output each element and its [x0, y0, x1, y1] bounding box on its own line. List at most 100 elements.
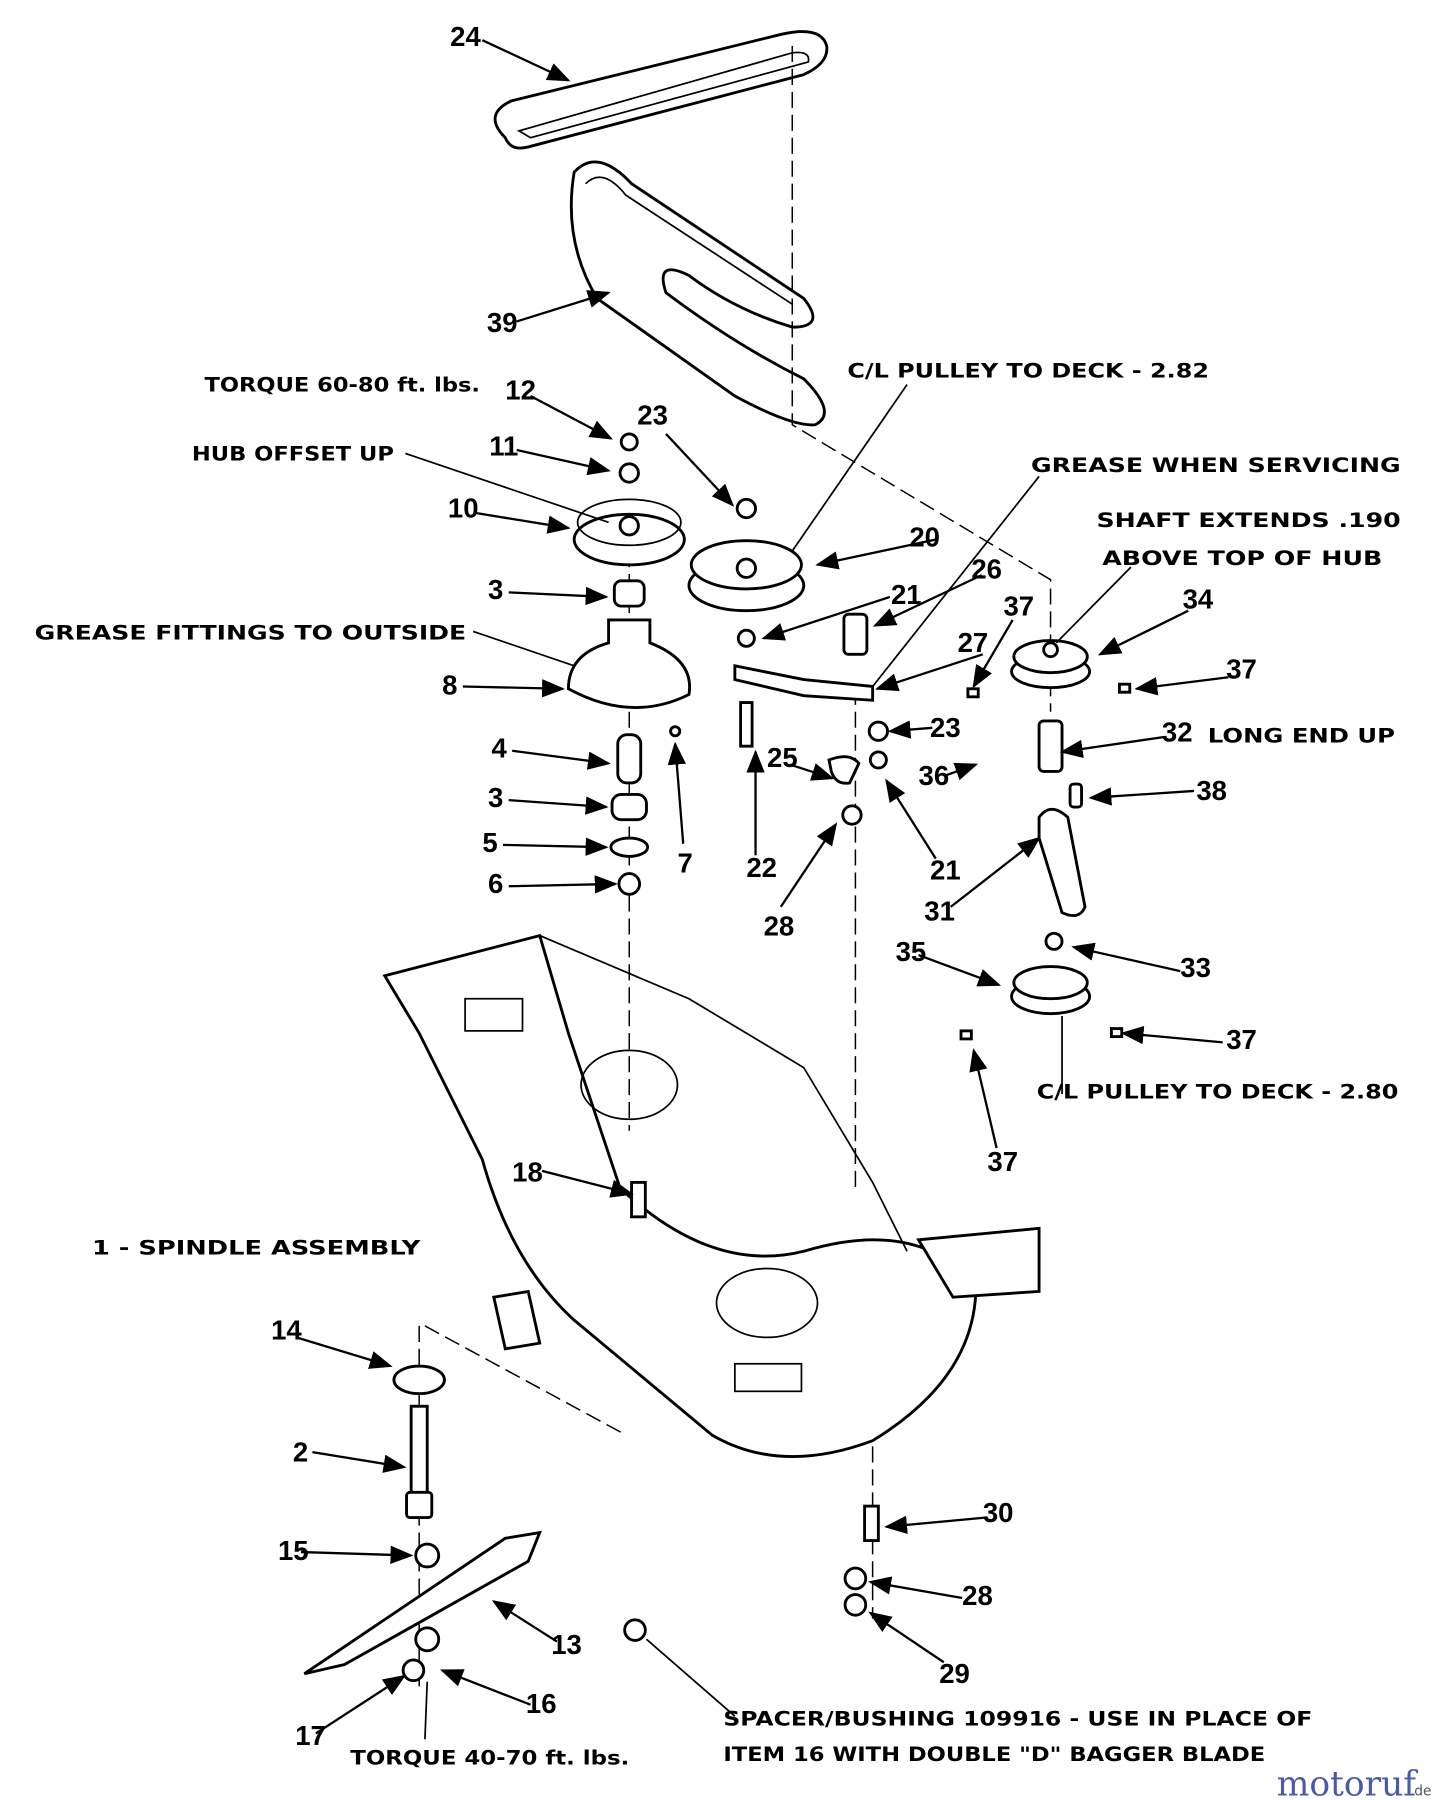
- callout-8: 8: [442, 670, 457, 701]
- note-grease-servicing: GREASE WHEN SERVICING: [1031, 454, 1401, 477]
- callout-21: 21: [930, 854, 961, 885]
- callout-23: 23: [637, 400, 668, 431]
- arrow-21: [761, 595, 891, 641]
- belt-39: [569, 160, 826, 427]
- callout-3: 3: [488, 782, 503, 813]
- note-spacer-2: ITEM 16 WITH DOUBLE "D" BAGGER BLADE: [723, 1743, 1265, 1766]
- watermark-suffix: .de: [1410, 1783, 1432, 1799]
- belt-24: [493, 30, 829, 150]
- note-torque-top: TORQUE 60-80 ft. lbs.: [205, 373, 481, 396]
- arrow-35: [918, 954, 1002, 987]
- arrow-39: [516, 290, 611, 323]
- callout-14: 14: [271, 1315, 302, 1346]
- arrow-36: [943, 762, 979, 781]
- arrow-37: [969, 1048, 998, 1149]
- callout-11: 11: [489, 431, 518, 462]
- note-cl-pulley-280: C/L PULLEY TO DECK - 2.80: [1037, 1081, 1399, 1104]
- arrow-11: [516, 448, 611, 476]
- arrow-4: [512, 749, 611, 770]
- arrow-37: [1134, 676, 1229, 696]
- callout-28: 28: [962, 1580, 993, 1611]
- note-torque-bottom: TORQUE 40-70 ft. lbs.: [350, 1746, 629, 1769]
- note-grease-fittings: GREASE FITTINGS TO OUTSIDE: [35, 621, 467, 644]
- mower-deck: [382, 933, 1041, 1458]
- callout-13: 13: [551, 1629, 582, 1660]
- arrow-17: [315, 1674, 407, 1735]
- callout-29: 29: [939, 1658, 970, 1689]
- arrow-27: [875, 653, 984, 692]
- callout-33: 33: [1180, 952, 1211, 983]
- callout-2: 2: [293, 1436, 308, 1467]
- arrow-30: [884, 1515, 986, 1535]
- callout-4: 4: [492, 733, 508, 764]
- arrow-10: [476, 512, 571, 534]
- arrow-23: [887, 720, 933, 739]
- arrow-38: [1088, 787, 1195, 806]
- callout-21: 21: [891, 579, 922, 610]
- callout-37: 37: [1003, 590, 1034, 621]
- spindle-stack: [566, 432, 692, 896]
- pulley-20: [687, 497, 889, 826]
- note-shaft-extends-1: SHAFT EXTENDS .190: [1096, 509, 1400, 532]
- callout-25: 25: [767, 742, 798, 773]
- arrow-32: [1059, 735, 1165, 759]
- arrow-23: [665, 433, 735, 507]
- note-spacer-1: SPACER/BUSHING 109916 - USE IN PLACE OF: [723, 1707, 1312, 1730]
- note-cl-pulley-282: C/L PULLEY TO DECK - 2.82: [847, 360, 1209, 383]
- arrow-21: [885, 778, 937, 860]
- callout-12: 12: [505, 374, 536, 405]
- callout-arrows: [296, 39, 1229, 1735]
- arrow-37: [972, 619, 1014, 689]
- callout-28: 28: [764, 911, 795, 942]
- callout-18: 18: [512, 1156, 543, 1187]
- note-long-end-up: LONG END UP: [1208, 725, 1395, 748]
- callout-34: 34: [1183, 583, 1214, 614]
- arrow-14: [296, 1336, 393, 1369]
- callout-16: 16: [526, 1688, 557, 1719]
- callout-37: 37: [987, 1146, 1018, 1177]
- arrow-20: [815, 538, 936, 570]
- callout-37: 37: [1226, 1024, 1257, 1055]
- arrow-16: [439, 1669, 531, 1706]
- arrow-25: [789, 763, 835, 781]
- callout-17: 17: [295, 1720, 326, 1751]
- arrow-3: [508, 586, 609, 606]
- arrow-5: [502, 837, 609, 856]
- arrow-8: [462, 679, 565, 698]
- callout-23: 23: [930, 712, 961, 743]
- callout-36: 36: [919, 760, 950, 791]
- arrow-2: [312, 1451, 407, 1473]
- callout-35: 35: [896, 936, 927, 967]
- callout-15: 15: [278, 1535, 309, 1566]
- arrow-26: [872, 574, 983, 627]
- arrow-37: [1120, 1025, 1223, 1045]
- arrow-33: [1071, 942, 1181, 973]
- note-hub-offset: HUB OFFSET UP: [192, 442, 394, 465]
- callout-22: 22: [746, 852, 777, 883]
- callout-27: 27: [958, 627, 989, 658]
- arrow-7: [667, 741, 686, 844]
- note-spindle-assembly: 1 - SPINDLE ASSEMBLY: [92, 1237, 421, 1260]
- arrow-15: [300, 1545, 414, 1565]
- arrow-12: [529, 395, 613, 440]
- arrow-28: [779, 822, 838, 908]
- arrow-24: [481, 39, 571, 82]
- callout-5: 5: [482, 827, 497, 858]
- idler-assembly: [959, 639, 1132, 1041]
- arrow-6: [508, 875, 618, 894]
- callout-20: 20: [909, 521, 940, 552]
- arrow-31: [949, 836, 1041, 908]
- callout-30: 30: [983, 1497, 1014, 1528]
- callout-38: 38: [1196, 775, 1227, 806]
- callout-6: 6: [488, 868, 503, 899]
- callout-26: 26: [971, 554, 1002, 585]
- callout-32: 32: [1162, 717, 1193, 748]
- arrow-18: [541, 1169, 634, 1198]
- callout-31: 31: [924, 896, 955, 927]
- note-shaft-extends-2: ABOVE TOP OF HUB: [1102, 547, 1382, 570]
- watermark-logo: motoruf: [1277, 1764, 1419, 1800]
- callout-3: 3: [488, 574, 503, 605]
- callout-37: 37: [1226, 653, 1257, 684]
